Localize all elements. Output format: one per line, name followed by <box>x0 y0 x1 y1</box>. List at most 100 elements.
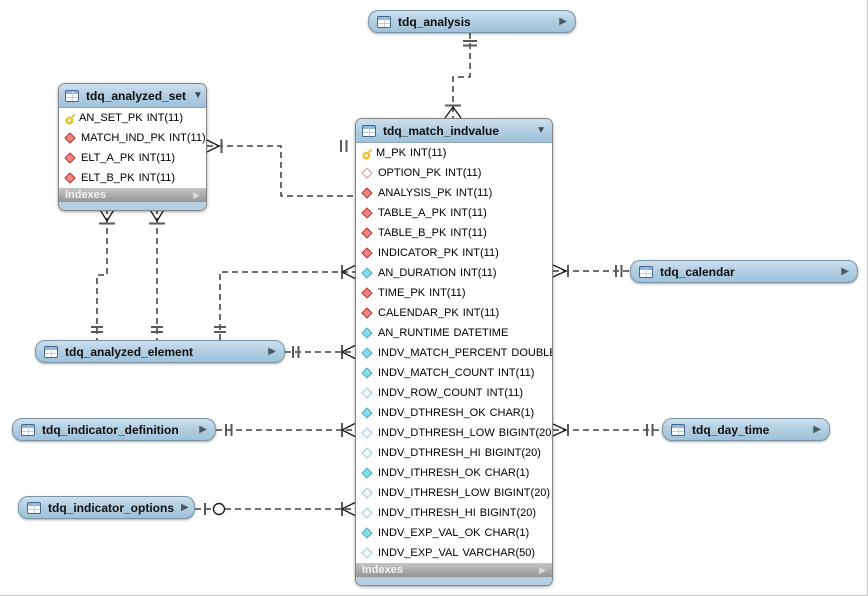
table-icon <box>21 423 35 436</box>
column-type-icon <box>361 307 373 319</box>
column-row[interactable]: AN_DURATION INT(11) <box>356 263 552 283</box>
collapse-arrow-icon[interactable]: ▼ <box>536 124 546 136</box>
column-row[interactable]: ELT_B_PK INT(11) <box>59 168 206 188</box>
column-datatype: CHAR(1) <box>484 467 530 479</box>
column-name: INDV_DTHRESH_HI <box>378 447 481 459</box>
table-tdq-indicator-definition[interactable]: tdq_indicator_definition ▶ <box>12 418 216 441</box>
column-row[interactable]: INDV_EXP_VAL_OK CHAR(1) <box>356 523 552 543</box>
columns-list: M_PK INT(11) OPTION_PK INT(11) ANALYSIS_… <box>356 143 552 563</box>
table-icon <box>671 423 685 436</box>
table-icon <box>377 15 391 28</box>
column-datatype: INT(11) <box>462 247 499 259</box>
column-datatype: BIGINT(20) <box>498 427 553 439</box>
column-name: ANALYSIS_PK <box>378 187 452 199</box>
expand-arrow-icon[interactable]: ▶ <box>539 564 546 575</box>
rel-indicatordefinition-matchindvalue[interactable] <box>216 422 356 438</box>
indexes-label: Indexes <box>362 564 403 576</box>
column-name: INDV_ITHRESH_HI <box>378 507 476 519</box>
rel-analyzedset-matchindvalue[interactable] <box>206 139 355 197</box>
table-icon <box>65 89 79 102</box>
expand-arrow-icon[interactable]: ▶ <box>268 345 276 357</box>
expand-arrow-icon[interactable]: ▶ <box>841 265 849 277</box>
table-icon <box>44 345 58 358</box>
column-type-icon <box>361 487 373 499</box>
column-name: AN_SET_PK <box>79 112 143 124</box>
table-tdq-day-time[interactable]: tdq_day_time ▶ <box>662 418 830 441</box>
column-datatype: INT(11) <box>429 287 466 299</box>
column-row[interactable]: INDV_ROW_COUNT INT(11) <box>356 383 552 403</box>
indexes-bar[interactable]: Indexes ▶ <box>59 188 206 202</box>
table-tdq-calendar[interactable]: tdq_calendar ▶ <box>630 260 858 283</box>
column-row[interactable]: AN_SET_PK INT(11) <box>59 108 206 128</box>
column-row[interactable]: INDV_MATCH_COUNT INT(11) <box>356 363 552 383</box>
column-row[interactable]: MATCH_IND_PK INT(11) <box>59 128 206 148</box>
expand-arrow-icon[interactable]: ▶ <box>193 189 200 200</box>
rel-indicatoroptions-matchindvalue[interactable] <box>195 501 356 517</box>
column-row[interactable]: ELT_A_PK INT(11) <box>59 148 206 168</box>
indexes-label: Indexes <box>65 189 106 201</box>
column-row[interactable]: AN_RUNTIME DATETIME <box>356 323 552 343</box>
table-title: tdq_day_time <box>692 422 770 437</box>
table-tdq-indicator-options[interactable]: tdq_indicator_options ▶ <box>18 496 195 519</box>
column-row[interactable]: INDV_ITHRESH_LOW BIGINT(20) <box>356 483 552 503</box>
column-row[interactable]: OPTION_PK INT(11) <box>356 163 552 183</box>
column-row[interactable]: INDV_DTHRESH_OK CHAR(1) <box>356 403 552 423</box>
column-row[interactable]: INDV_ITHRESH_OK CHAR(1) <box>356 463 552 483</box>
column-row[interactable]: TABLE_B_PK INT(11) <box>356 223 552 243</box>
table-tdq-match-indvalue[interactable]: tdq_match_indvalue ▼ M_PK INT(11) OPTION… <box>355 118 553 586</box>
indexes-bar[interactable]: Indexes ▶ <box>356 563 552 577</box>
rel-matchindvalue-calendar[interactable] <box>552 264 630 278</box>
rel-analyzedelement-matchindvalue-top[interactable] <box>214 264 356 340</box>
expand-arrow-icon[interactable]: ▶ <box>181 501 189 513</box>
column-datatype: BIGINT(20) <box>484 447 541 459</box>
column-datatype: INT(11) <box>462 307 500 319</box>
column-type-icon <box>361 327 373 339</box>
column-row[interactable]: INDV_EXP_VAL VARCHAR(50) <box>356 543 552 563</box>
column-name: TIME_PK <box>378 287 426 299</box>
column-type-icon <box>64 132 76 144</box>
table-title: tdq_analyzed_element <box>65 344 194 359</box>
column-name: INDV_EXP_VAL_OK <box>378 527 481 539</box>
column-row[interactable]: ANALYSIS_PK INT(11) <box>356 183 552 203</box>
column-row[interactable]: CALENDAR_PK INT(11) <box>356 303 552 323</box>
table-tdq-analyzed-element[interactable]: tdq_analyzed_element ▶ <box>35 340 285 363</box>
column-row[interactable]: INDV_ITHRESH_HI BIGINT(20) <box>356 503 552 523</box>
column-datatype: INT(11) <box>444 167 482 179</box>
expand-arrow-icon[interactable]: ▶ <box>199 423 207 435</box>
column-name: OPTION_PK <box>378 167 441 179</box>
table-tdq-analyzed-set[interactable]: tdq_analyzed_set ▼ AN_SET_PK INT(11) MAT… <box>58 83 207 211</box>
rel-analysis-matchindvalue[interactable] <box>444 33 477 119</box>
column-datatype: INT(11) <box>497 367 535 379</box>
column-name: INDICATOR_PK <box>378 247 459 259</box>
column-datatype: DOUBLE <box>511 347 553 359</box>
column-datatype: INT(11) <box>146 112 184 124</box>
table-title: tdq_indicator_definition <box>42 422 179 437</box>
column-type-icon <box>361 407 373 419</box>
column-name: INDV_EXP_VAL <box>378 547 459 559</box>
expand-arrow-icon[interactable]: ▶ <box>559 15 567 27</box>
rel-analyzedset-analyzedelement-1[interactable] <box>91 207 116 340</box>
column-type-icon <box>361 187 373 199</box>
table-tdq-analysis[interactable]: tdq_analysis ▶ <box>368 10 576 33</box>
column-row[interactable]: M_PK INT(11) <box>356 143 552 163</box>
column-row[interactable]: INDICATOR_PK INT(11) <box>356 243 552 263</box>
column-name: AN_DURATION <box>378 267 457 279</box>
column-row[interactable]: INDV_DTHRESH_LOW BIGINT(20) <box>356 423 552 443</box>
column-datatype: INT(11) <box>486 387 523 399</box>
rel-matchindvalue-daytime[interactable] <box>552 423 662 437</box>
rel-analyzedelement-matchindvalue-side[interactable] <box>285 344 356 360</box>
collapse-arrow-icon[interactable]: ▼ <box>193 89 203 101</box>
column-row[interactable]: INDV_MATCH_PERCENT DOUBLE <box>356 343 552 363</box>
column-type-icon <box>361 387 373 399</box>
rel-analyzedset-analyzedelement-2[interactable] <box>148 207 166 340</box>
column-row[interactable]: INDV_DTHRESH_HI BIGINT(20) <box>356 443 552 463</box>
table-header[interactable]: tdq_analyzed_set ▼ <box>59 84 206 108</box>
column-row[interactable]: TABLE_A_PK INT(11) <box>356 203 552 223</box>
expand-arrow-icon[interactable]: ▶ <box>813 423 821 435</box>
column-type-icon <box>361 547 373 559</box>
column-row[interactable]: TIME_PK INT(11) <box>356 283 552 303</box>
table-header[interactable]: tdq_match_indvalue ▼ <box>356 119 552 143</box>
column-datatype: DATETIME <box>453 327 509 339</box>
table-icon <box>362 124 376 137</box>
